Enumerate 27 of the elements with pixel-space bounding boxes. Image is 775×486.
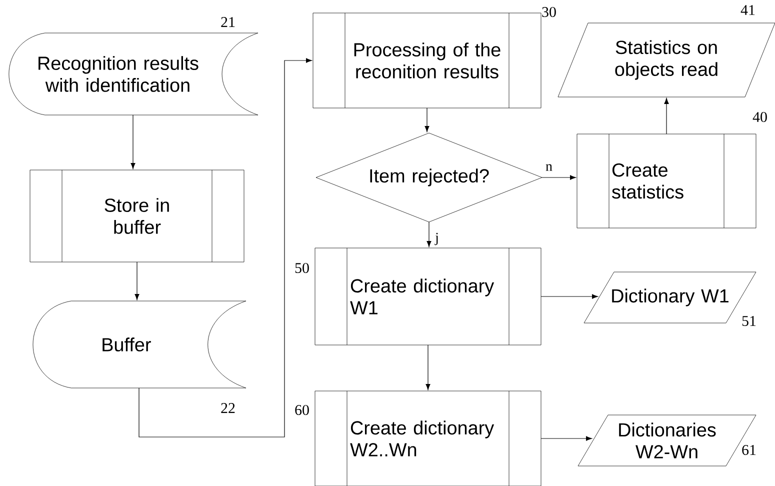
reference-number: 61 xyxy=(742,444,756,455)
arrow xyxy=(664,98,669,134)
arrow xyxy=(130,114,136,169)
arrow xyxy=(426,222,432,247)
reference-number: 60 xyxy=(295,404,309,416)
arrow xyxy=(426,344,430,390)
arrow xyxy=(540,436,592,441)
arrow xyxy=(424,108,430,132)
arrow xyxy=(540,294,598,299)
edge-label: j xyxy=(434,232,440,246)
process-box: Create dictionary W2..Wn xyxy=(314,390,542,486)
arrow xyxy=(134,262,140,300)
arrow xyxy=(542,175,576,180)
edge-label: n xyxy=(544,163,554,172)
reference-number: 40 xyxy=(752,112,767,122)
process-box: Create dictionary W1 xyxy=(314,248,542,346)
process-box: Processing of the reconition results xyxy=(312,12,542,108)
data-parallelogram: Statistics on objects read xyxy=(558,22,775,98)
reference-number: 21 xyxy=(221,17,235,27)
reference-number: 41 xyxy=(740,5,755,15)
process-box: Store in buffer xyxy=(30,170,244,262)
reference-number: 51 xyxy=(742,316,756,326)
reference-number: 22 xyxy=(221,403,235,413)
reference-number: 50 xyxy=(295,262,309,274)
arrow xyxy=(138,58,312,438)
process-box: Create statistics xyxy=(576,134,756,228)
reference-number: 30 xyxy=(542,6,556,18)
